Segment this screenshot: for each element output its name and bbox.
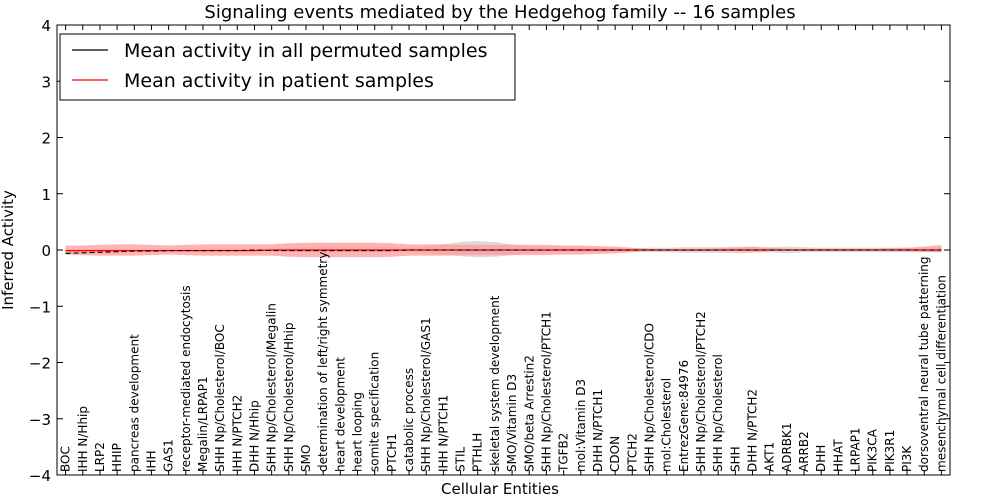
legend-box [59, 33, 516, 101]
legend-label-patient: Mean activity in patient samples [124, 70, 434, 92]
x-tick-label: Megalin/LRPAP1 [196, 376, 210, 472]
plot-area-frame [56, 24, 951, 476]
x-tick-label: IHH N/PTCH1 [436, 395, 450, 472]
x-tick-label: skeletal system development [488, 295, 502, 472]
x-tick-label: HHAT [831, 439, 845, 472]
x-tick-label: GAS1 [162, 439, 176, 472]
x-tick-label: DHH [814, 445, 828, 472]
x-tick-label: AKT1 [763, 442, 777, 472]
x-tick-label: SHH Np/Cholesterol/BOC [213, 324, 227, 472]
x-tick-label: STIL [454, 447, 468, 472]
x-tick-label: PI3K [900, 445, 914, 472]
x-tick-label: SHH Np/Cholesterol/CDO [643, 323, 657, 472]
y-tick-label: −1 [29, 298, 51, 316]
x-tick-label: LRPAP1 [849, 427, 863, 472]
x-tick-label: SHH Np/Cholesterol/PTCH1 [539, 311, 553, 472]
x-tick-label: EntrezGene:84976 [677, 360, 691, 472]
x-tick-label: PTCH1 [385, 433, 399, 472]
x-tick-label: determination of left/right symmetry [316, 252, 330, 472]
x-tick-label: SMO/Vitamin D3 [505, 374, 519, 472]
x-tick-label: SHH Np/Cholesterol/PTCH2 [694, 311, 708, 472]
x-tick-label: SHH Np/Cholesterol/GAS1 [419, 317, 433, 472]
x-tick-label: dorsoventral neural tube patterning [917, 256, 931, 472]
x-tick-label: mol:Vitamin D3 [574, 379, 588, 472]
x-tick-label: SHH [728, 446, 742, 472]
legend-label-permuted: Mean activity in all permuted samples [124, 40, 487, 62]
x-tick-label: receptor-mediated endocytosis [179, 285, 193, 472]
y-tick-label: −2 [29, 355, 51, 373]
x-tick-label: PTHLH [471, 433, 485, 472]
x-tick-label: SMO [299, 445, 313, 472]
x-tick-label: PTCH2 [625, 433, 639, 472]
x-tick-label: SHH Np/Cholesterol/Megalin [265, 303, 279, 472]
x-tick-label: TGFB2 [557, 433, 571, 473]
x-tick-label: DHH N/PTCH2 [746, 389, 760, 472]
series-lines [65, 249, 942, 254]
line-permuted [65, 249, 942, 254]
x-tick-label: ARRB2 [797, 431, 811, 472]
x-tick-label: SMO/beta Arrestin2 [522, 355, 536, 472]
x-axis-label: Cellular Entities [441, 480, 559, 498]
x-tick-label: pancreas development [127, 334, 141, 472]
y-tick-label: −4 [29, 467, 51, 485]
y-tick-label: 0 [41, 242, 51, 260]
x-tick-label: PIK3CA [866, 428, 880, 472]
y-tick-label: −3 [29, 411, 51, 429]
y-tick-label: 4 [41, 17, 51, 35]
x-tick-label: catabolic process [402, 368, 416, 472]
x-tick-label: mesenchymal cell differentiation [934, 275, 948, 472]
x-tick-label: SHH Np/Cholesterol [711, 354, 725, 472]
y-tick-label: 3 [41, 73, 51, 91]
x-tick-label: heart looping [351, 392, 365, 472]
x-tick-label: somite specification [368, 352, 382, 472]
legend: Mean activity in all permuted samples Me… [59, 33, 516, 101]
x-tick-label: DHH N/Hhip [248, 400, 262, 472]
x-tick-label: ADRBK1 [780, 422, 794, 472]
x-tick-label: PIK3R1 [883, 430, 897, 472]
y-axis-label: Inferred Activity [0, 190, 17, 310]
axis-ticks: −4 −3 −2 −1 0 1 2 3 4 [29, 17, 950, 485]
x-tick-label: LRP2 [93, 442, 107, 472]
x-tick-label: BOC [59, 446, 73, 472]
x-tick-label: IHH N/PTCH2 [230, 395, 244, 472]
x-tick-label: heart development [333, 357, 347, 472]
x-tick-label: IHH [145, 450, 159, 472]
x-tick-label: CDON [608, 436, 622, 472]
y-tick-label: 2 [41, 130, 51, 148]
y-tick-label: 1 [41, 186, 51, 204]
chart-title: Signaling events mediated by the Hedgeho… [204, 2, 795, 23]
x-tick-label: IHH N/Hhip [76, 406, 90, 472]
x-tick-label: SHH Np/Cholesterol/Hhip [282, 323, 296, 472]
x-tick-label: HHIP [110, 443, 124, 472]
x-tick-label: mol:Cholesterol [660, 378, 674, 472]
x-tick-label: DHH N/PTCH1 [591, 389, 605, 472]
